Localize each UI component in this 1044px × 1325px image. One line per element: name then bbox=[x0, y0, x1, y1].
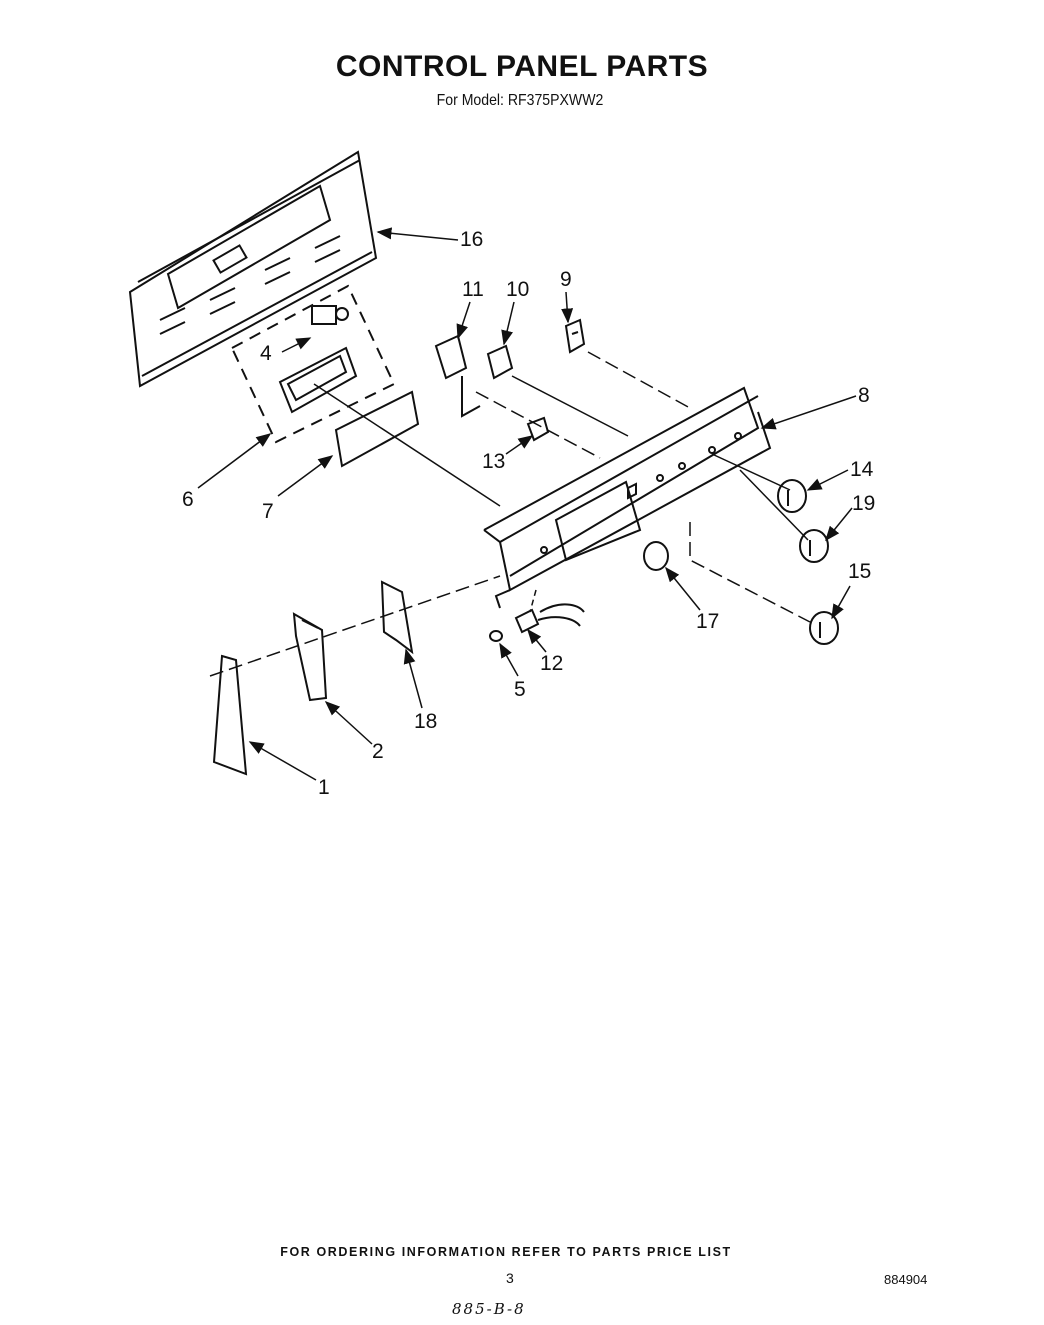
page-title: CONTROL PANEL PARTS bbox=[335, 50, 709, 83]
leader-15 bbox=[831, 585, 851, 620]
leader-13 bbox=[505, 435, 534, 455]
callout-13: 13 bbox=[482, 450, 505, 473]
leader-14 bbox=[806, 469, 849, 491]
part-4-lamp-socket bbox=[311, 305, 349, 325]
model-subtitle: For Model: RF375PXWW2 bbox=[436, 92, 604, 109]
part-13-switch bbox=[526, 416, 550, 442]
callout-2: 2 bbox=[372, 740, 384, 763]
callout-16: 16 bbox=[460, 228, 483, 251]
guide-line bbox=[529, 589, 537, 613]
part-8-control-panel bbox=[483, 386, 772, 609]
ordering-note: FOR ORDERING INFORMATION REFER TO PARTS … bbox=[280, 1245, 732, 1259]
leader-7 bbox=[277, 455, 334, 497]
part-10-switch bbox=[486, 344, 514, 380]
leader-5 bbox=[499, 642, 519, 677]
callout-7: 7 bbox=[262, 500, 274, 523]
leader-16 bbox=[376, 227, 459, 241]
leader-2 bbox=[324, 700, 373, 745]
part-2-end-cap bbox=[292, 612, 328, 702]
callout-19: 19 bbox=[852, 492, 875, 515]
part-12-switch-bracket bbox=[514, 603, 585, 634]
part-16-control-panel-back bbox=[128, 150, 378, 388]
callout-6: 6 bbox=[182, 488, 194, 511]
callout-17: 17 bbox=[696, 610, 719, 633]
guide-line bbox=[711, 453, 791, 491]
part-7-lens bbox=[334, 390, 420, 468]
leader-19 bbox=[825, 507, 853, 542]
callout-12: 12 bbox=[540, 652, 563, 675]
leader-6 bbox=[197, 433, 272, 489]
leader-18 bbox=[403, 648, 423, 709]
guide-line bbox=[689, 522, 811, 623]
guide-line bbox=[313, 383, 501, 507]
handwritten-code: 885-B-8 bbox=[452, 1300, 526, 1318]
guide-line bbox=[209, 575, 501, 677]
leader-1 bbox=[248, 741, 317, 781]
page-number: 3 bbox=[506, 1270, 514, 1286]
leader-11 bbox=[456, 301, 471, 340]
callout-10: 10 bbox=[506, 278, 529, 301]
guide-line bbox=[511, 375, 629, 437]
callout-15: 15 bbox=[848, 560, 871, 583]
callout-9: 9 bbox=[560, 268, 572, 291]
part-14-knob bbox=[777, 479, 807, 513]
callout-1: 1 bbox=[318, 776, 330, 799]
part-19-knob bbox=[799, 529, 829, 563]
leader-17 bbox=[665, 566, 701, 611]
guide-line bbox=[587, 351, 691, 409]
guide-line bbox=[475, 391, 601, 459]
part-5-screw bbox=[489, 630, 503, 642]
leader-9 bbox=[561, 291, 574, 324]
leader-12 bbox=[527, 628, 547, 653]
part-18-bracket bbox=[380, 580, 414, 655]
part-6-display-assembly bbox=[230, 284, 396, 444]
callout-5: 5 bbox=[514, 678, 526, 701]
part-11-timer bbox=[434, 334, 481, 418]
part-15-knob bbox=[809, 611, 839, 645]
callout-14: 14 bbox=[850, 458, 874, 481]
callout-8: 8 bbox=[858, 384, 870, 407]
leader-10 bbox=[501, 301, 515, 346]
callout-11: 11 bbox=[462, 278, 484, 301]
part-1-end-cap bbox=[212, 654, 248, 776]
part-9-switch bbox=[564, 318, 586, 354]
leader-8 bbox=[760, 395, 857, 430]
leader-4 bbox=[281, 337, 312, 353]
document-number: 884904 bbox=[884, 1272, 928, 1287]
callout-4: 4 bbox=[260, 342, 272, 365]
callout-18: 18 bbox=[414, 710, 437, 733]
part-17-knob bbox=[643, 541, 669, 571]
guide-line bbox=[739, 469, 809, 541]
